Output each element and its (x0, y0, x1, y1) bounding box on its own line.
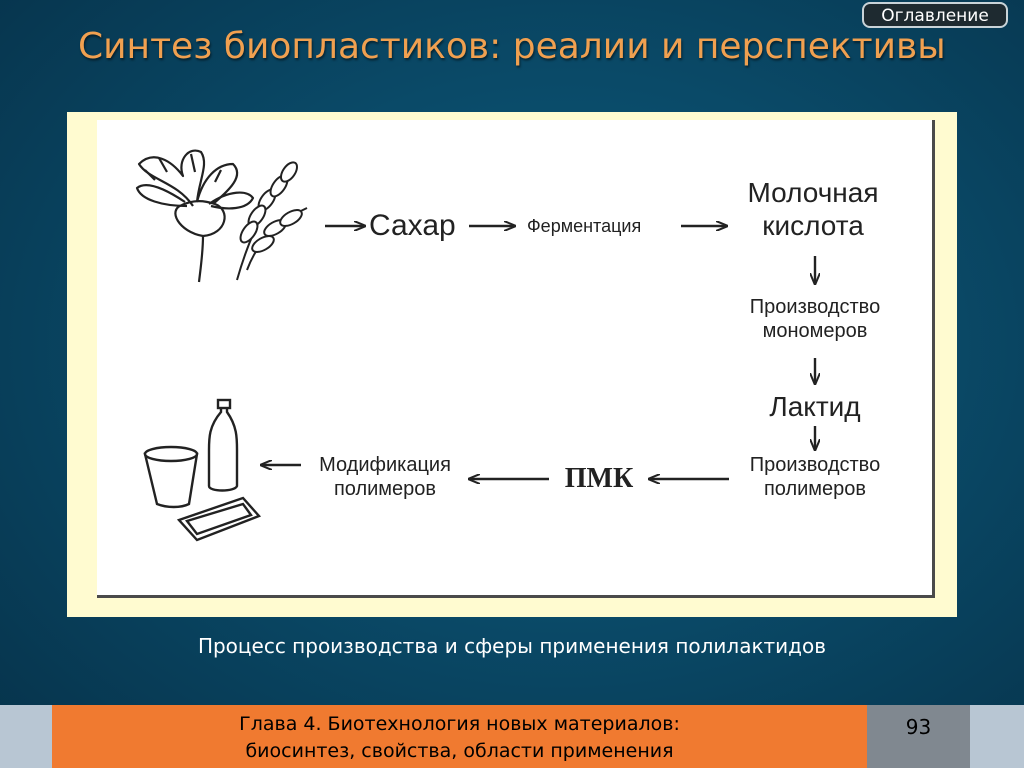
label-polymer-modification: Модификация полимеров (319, 454, 451, 500)
page-number: 93 (867, 705, 970, 768)
figure-caption: Процесс производства и сферы применения … (197, 634, 827, 658)
toc-button[interactable]: Оглавление (862, 2, 1008, 28)
label-lactic-acid: Молочная кислота (747, 177, 879, 242)
label-monomer-production: Производство мономеров (749, 296, 881, 342)
diagram-graphics (135, 149, 935, 542)
label-pla: ПМК (564, 463, 634, 494)
label-fermentation: Ферментация (527, 216, 642, 236)
beet-icon (135, 149, 255, 283)
bottle-icon (207, 398, 239, 492)
label-lactide: Лактид (769, 391, 861, 422)
label-polymer-production: Производство полимеров (749, 454, 881, 500)
page-title: Синтез биопластиков: реалии и перспектив… (78, 26, 946, 67)
wheat-icon (236, 161, 308, 281)
cup-icon (143, 445, 199, 509)
footer-chapter: Глава 4. Биотехнология новых материалов:… (52, 705, 867, 768)
tray-icon (176, 496, 262, 542)
footer-right-block (970, 705, 1024, 768)
footer-left-block (0, 705, 52, 768)
label-sugar: Сахар (369, 209, 456, 242)
process-diagram: Сахар Ферментация Молочная кислота Произ… (97, 120, 935, 598)
